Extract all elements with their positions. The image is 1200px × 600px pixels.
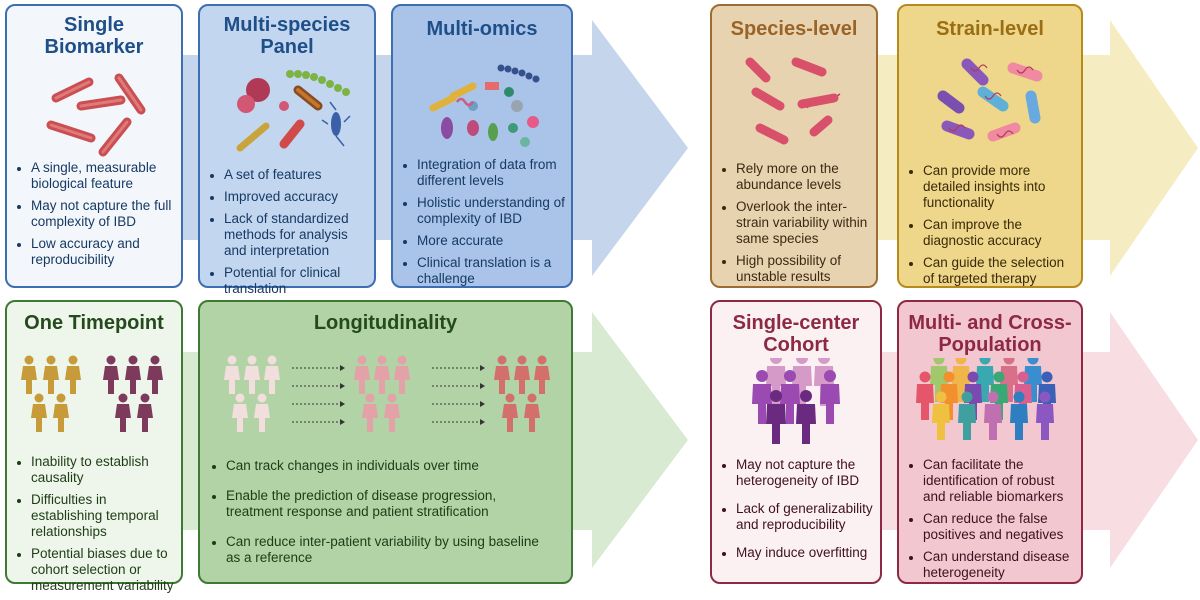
multi-species-panel-title: Multi-species Panel	[223, 14, 351, 58]
population-over-time-icon	[224, 355, 550, 432]
list-item: Integration of data from different level…	[417, 157, 565, 189]
population-groups-icon	[21, 355, 163, 432]
list-item: Can provide more detailed insights into …	[923, 163, 1075, 211]
single-biomarker-title: Single Biomarker	[44, 14, 144, 58]
spiky-bacteria-icon	[745, 57, 841, 145]
list-item: Can reduce inter-patient variability by …	[226, 534, 555, 566]
list-item: Lack of standardized methods for analysi…	[224, 211, 368, 259]
list-item: Improved accuracy	[224, 189, 368, 205]
multi-omics-title: Multi-omics	[426, 18, 538, 40]
list-item: Can facilitate the identification of rob…	[923, 457, 1075, 505]
single-biomarker-card: Single Biomarker A single, measurable bi…	[5, 4, 183, 288]
mixed-microbes-icon	[236, 70, 351, 152]
omics-molecules-icon	[429, 64, 540, 147]
list-item: Can reduce the false positives and negat…	[923, 511, 1075, 543]
list-item: Difficulties in establishing temporal re…	[31, 492, 175, 540]
list-item: Low accuracy and reproducibility	[31, 236, 175, 268]
multi-population-points: Can facilitate the identification of rob…	[909, 457, 1075, 587]
list-item: Can track changes in individuals over ti…	[226, 458, 555, 474]
multi-omics-points: Integration of data from different level…	[403, 157, 565, 293]
list-item: A single, measurable biological feature	[31, 160, 175, 192]
multi-omics-card: Multi-omics Integration of data from dif…	[391, 4, 573, 288]
list-item: Can guide the selection of targeted ther…	[923, 255, 1075, 287]
one-timepoint-points: Inability to establish causality Difficu…	[17, 454, 175, 600]
list-item: Clinical translation is a challenge	[417, 255, 565, 287]
list-item: Lack of generalizability and reproducibi…	[736, 501, 874, 533]
single-center-title: Single-center Cohort	[732, 312, 860, 356]
one-timepoint-title: One Timepoint	[24, 312, 164, 334]
list-item: May induce overfitting	[736, 545, 874, 561]
list-item: More accurate	[417, 233, 565, 249]
longitudinality-card: Longitudinality Can track changes in ind…	[198, 300, 573, 584]
list-item: Inability to establish causality	[31, 454, 175, 486]
single-center-points: May not capture the heterogeneity of IBD…	[722, 457, 874, 567]
species-level-title: Species-level	[730, 18, 858, 40]
single-center-card: Single-center Cohort May not capture the…	[710, 300, 882, 584]
list-item: Can improve the diagnostic accuracy	[923, 217, 1075, 249]
longitudinality-points: Can track changes in individuals over ti…	[212, 458, 555, 572]
strain-level-points: Can provide more detailed insights into …	[909, 163, 1075, 293]
list-item: Rely more on the abundance levels	[736, 161, 870, 193]
multi-population-title: Multi- and Cross-Population	[908, 312, 1072, 356]
list-item: A set of features	[224, 167, 368, 183]
multi-population-card: Multi- and Cross-Population Can facilita…	[897, 300, 1083, 584]
multi-species-panel-points: A set of features Improved accuracy Lack…	[210, 167, 368, 303]
diverse-crowd-icon	[916, 358, 1056, 440]
species-level-card: Species-level Rely more on the abundance…	[710, 4, 878, 288]
species-level-points: Rely more on the abundance levels Overlo…	[722, 161, 870, 291]
strain-level-card: Strain-level Can provide more detailed i…	[897, 4, 1083, 288]
one-timepoint-card: One Timepoint Inability to establish cau…	[5, 300, 183, 593]
longitudinality-title: Longitudinality	[313, 312, 458, 334]
list-item: May not capture the full complexity of I…	[31, 198, 175, 230]
list-item: Potential for clinical translation	[224, 265, 368, 297]
list-item: Can understand disease heterogeneity	[923, 549, 1075, 581]
bacteria-with-dna-icon	[937, 58, 1043, 142]
list-item: May not capture the heterogeneity of IBD	[736, 457, 874, 489]
list-item: Potential biases due to cohort selection…	[31, 546, 175, 594]
strain-level-title: Strain-level	[936, 18, 1044, 40]
list-item: Holistic understanding of complexity of …	[417, 195, 565, 227]
list-item: Enable the prediction of disease progres…	[226, 488, 555, 520]
rod-bacteria-icon	[46, 73, 146, 157]
single-biomarker-points: A single, measurable biological feature …	[17, 160, 175, 274]
single-crowd-icon	[752, 358, 840, 444]
multi-species-panel-card: Multi-species Panel A set of features Im…	[198, 4, 376, 296]
list-item: High possibility of unstable results	[736, 253, 870, 285]
list-item: Overlook the inter-strain variability wi…	[736, 199, 870, 247]
